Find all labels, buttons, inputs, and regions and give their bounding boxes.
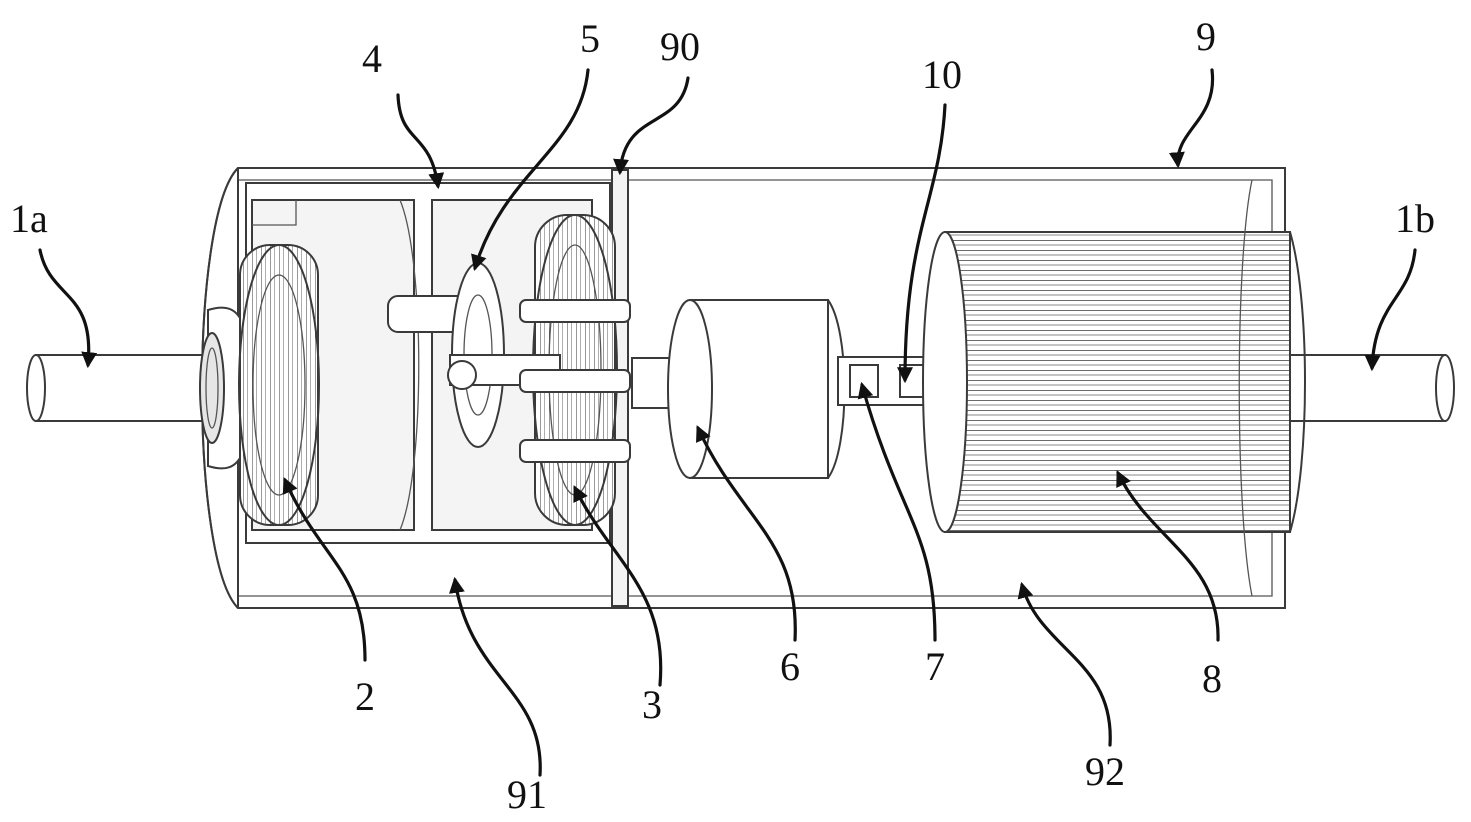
label-2: 2 (355, 674, 375, 719)
gear-ring-left (238, 244, 320, 526)
label-1b: 1b (1395, 196, 1435, 241)
leader-lines (38, 68, 1417, 777)
label-3: 3 (642, 682, 662, 727)
planet-carrier (387, 262, 631, 463)
label-4: 4 (362, 36, 382, 81)
shaft-left (26, 354, 217, 422)
label-91: 91 (507, 772, 547, 817)
label-90: 90 (660, 24, 700, 69)
labels: 1a 1b 4 5 90 10 9 2 91 3 6 7 8 92 (10, 14, 1435, 817)
coupling-body (631, 299, 846, 479)
label-92: 92 (1085, 749, 1125, 794)
label-7: 7 (925, 644, 945, 689)
label-10: 10 (922, 52, 962, 97)
label-8: 8 (1202, 656, 1222, 701)
label-5: 5 (580, 16, 600, 61)
label-9: 9 (1196, 14, 1216, 59)
label-1a: 1a (10, 196, 48, 241)
label-6: 6 (780, 644, 800, 689)
